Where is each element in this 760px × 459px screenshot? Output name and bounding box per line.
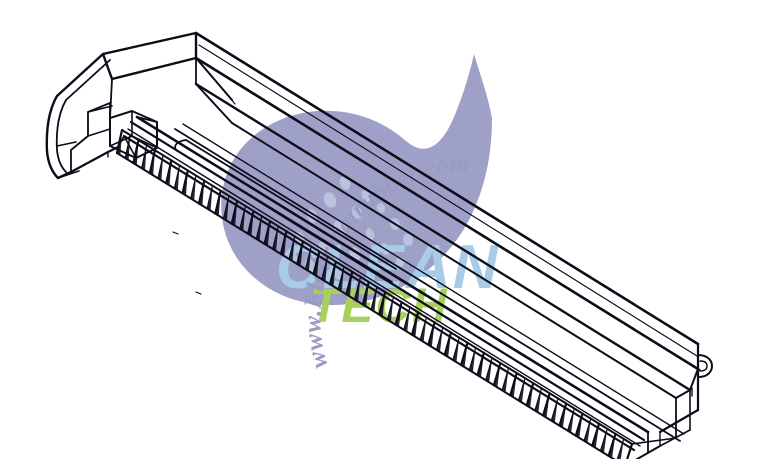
trough-body xyxy=(117,57,692,452)
left-end-cap xyxy=(45,31,198,180)
watermark-brand-clean: CLEAN xyxy=(276,233,500,302)
product-geometry xyxy=(45,31,713,459)
fin-strip xyxy=(115,128,634,459)
right-end-box xyxy=(631,342,713,459)
upper-rail xyxy=(194,31,701,371)
detail-marks xyxy=(172,231,202,295)
fin-ticks xyxy=(115,128,634,459)
